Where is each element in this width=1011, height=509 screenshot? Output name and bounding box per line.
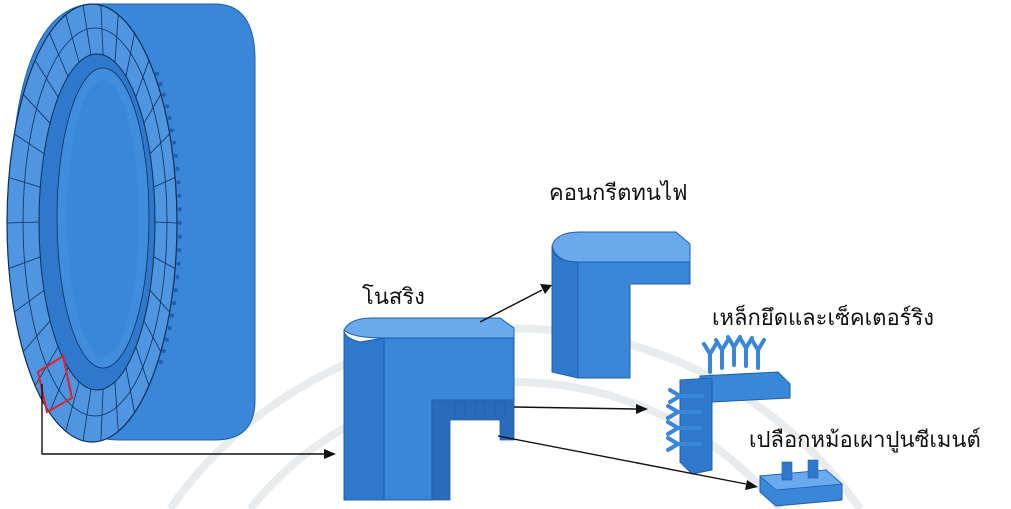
label-kiln-shell: เปลือกหม้อเผาปูนซีเมนต์ bbox=[749, 428, 981, 453]
ring-segment-line bbox=[143, 320, 162, 352]
ring-segment-line bbox=[149, 133, 170, 154]
arrow-to-shell bbox=[497, 435, 758, 490]
ring-segment-line bbox=[149, 290, 170, 313]
ring-bolt bbox=[155, 71, 160, 76]
anchor-sector-ring-model bbox=[666, 335, 791, 475]
label-refractory-concrete: คอนกรีตทนไฟ bbox=[549, 181, 688, 206]
arrowhead bbox=[324, 449, 336, 459]
ring-bolt bbox=[167, 326, 172, 330]
y-anchor bbox=[668, 388, 704, 404]
y-anchor bbox=[750, 338, 766, 370]
ring-segment-line bbox=[125, 367, 135, 413]
arrow-to-refractory bbox=[479, 284, 552, 323]
ring-bolt bbox=[173, 288, 178, 293]
ring-bolt bbox=[177, 193, 182, 198]
ring-bolt bbox=[167, 116, 172, 120]
ring-mid-seam bbox=[22, 27, 168, 417]
watermark bbox=[166, 324, 864, 509]
ring-bolt bbox=[177, 207, 182, 212]
y-anchor bbox=[702, 342, 718, 374]
ring-segment-line bbox=[153, 256, 176, 269]
refractory-concrete-model bbox=[551, 231, 691, 379]
y-anchor bbox=[738, 336, 754, 368]
ring-bolt bbox=[158, 82, 163, 86]
connector-arrow-ring-to-nose bbox=[41, 384, 325, 455]
ring-segment-line bbox=[135, 346, 150, 386]
ring-segment-line bbox=[154, 221, 178, 224]
ring-bolt bbox=[177, 234, 182, 239]
ring-bolt bbox=[161, 92, 166, 97]
ring-bolt bbox=[176, 261, 181, 266]
ring-bolt bbox=[164, 337, 169, 342]
ring-bolt bbox=[161, 349, 166, 354]
ring-bolt bbox=[170, 128, 174, 133]
kiln-shell-model bbox=[759, 459, 843, 507]
kiln-ring-model bbox=[6, 3, 256, 443]
y-anchor bbox=[714, 338, 730, 370]
ring-segment-line bbox=[65, 14, 80, 63]
ring-segment-line bbox=[114, 14, 119, 63]
label-anchor-sector-ring: เหล็กยึดและเซ็คเตอร์ริง bbox=[712, 306, 935, 331]
y-anchor bbox=[726, 335, 742, 367]
ring-bolt bbox=[175, 166, 180, 171]
ring-bolt bbox=[172, 301, 177, 306]
nose-ring-model bbox=[343, 317, 515, 501]
ring-bolt bbox=[175, 275, 180, 280]
ring-bolt bbox=[164, 104, 169, 109]
ring-bolt bbox=[170, 313, 174, 318]
ring-bolt bbox=[172, 140, 177, 145]
ring-segment-line bbox=[143, 94, 162, 124]
ring-bolt bbox=[173, 153, 178, 158]
ring-bolt bbox=[176, 180, 181, 185]
ring-segment-line bbox=[125, 33, 135, 77]
y-anchor bbox=[666, 436, 702, 452]
ring-bolt bbox=[177, 248, 182, 253]
y-anchor bbox=[666, 420, 702, 436]
ring-segment-line bbox=[135, 60, 150, 98]
ring-bolt bbox=[178, 221, 182, 225]
ring-segment-line bbox=[100, 5, 104, 55]
ring-segment-line bbox=[153, 177, 176, 188]
ring-segment-line bbox=[82, 5, 92, 55]
highlighted-segment bbox=[36, 354, 74, 414]
ring-bolt bbox=[158, 360, 163, 364]
arrow-to-anchors bbox=[513, 404, 648, 414]
label-nose-ring: โนสริง bbox=[362, 285, 425, 310]
y-anchor bbox=[666, 404, 702, 420]
